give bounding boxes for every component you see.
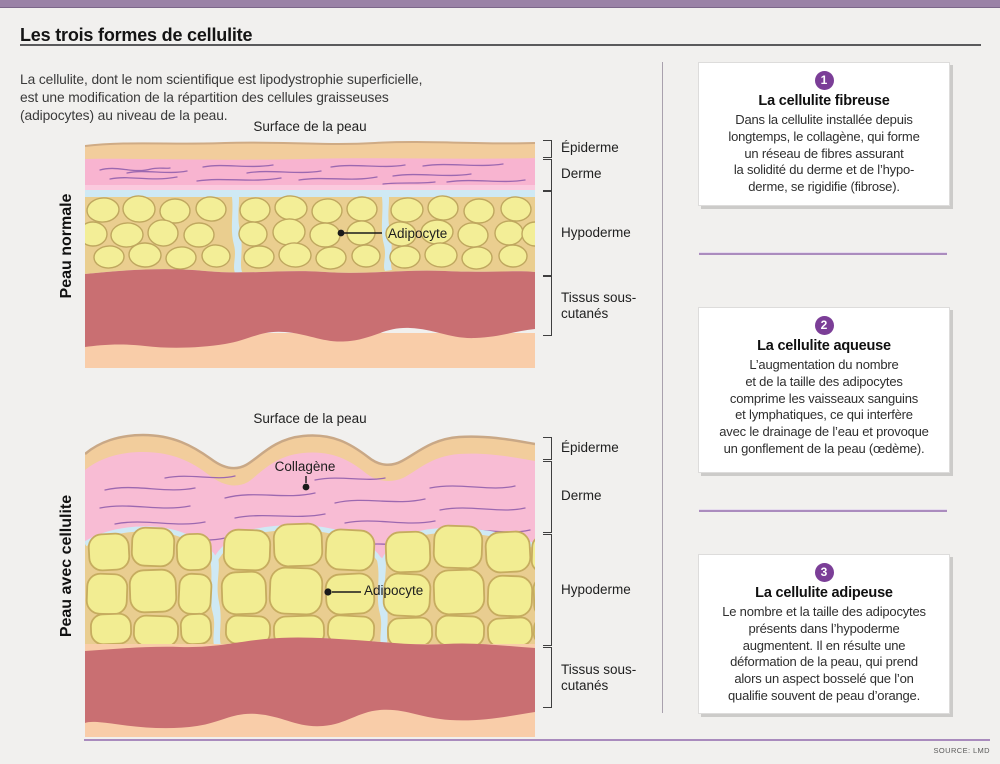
skin-diagram-normal xyxy=(85,137,535,368)
bracket-dermis-cellulite xyxy=(543,461,552,533)
layer-label-subcutaneous-normal: Tissus sous-cutanés xyxy=(561,290,637,321)
bracket-hypodermis-cellulite xyxy=(543,534,552,646)
bottom-accent-rule xyxy=(84,739,990,741)
fluid-channels xyxy=(210,557,388,646)
step-badge-1: 1 xyxy=(814,71,834,90)
side-label-cellulite: Peau avec cellulite xyxy=(58,494,75,638)
box-separator-1 xyxy=(699,252,947,255)
skin-surface-line xyxy=(85,141,535,147)
step-badge-3: 3 xyxy=(814,563,834,582)
skin-diagram-cellulite xyxy=(85,428,535,737)
background-above-skin xyxy=(85,137,535,146)
bracket-epidermis-normal xyxy=(543,140,552,158)
bracket-subcutaneous-cellulite xyxy=(543,647,552,708)
box-title-adipeuse: La cellulite adipeuse xyxy=(755,585,893,601)
title-divider xyxy=(20,44,981,46)
layer-label-epidermis-cellulite: Épiderme xyxy=(561,440,619,455)
box-separator-2 xyxy=(699,509,947,512)
page-title: Les trois formes de cellulite xyxy=(20,25,253,46)
source-credit: SOURCE: LMD xyxy=(933,746,990,755)
layer-label-dermis-normal: Derme xyxy=(561,166,602,181)
surface-label-normal: Surface de la peau xyxy=(253,119,367,134)
background-above-skin xyxy=(85,428,535,469)
adipocyte-cells xyxy=(85,195,535,270)
adipocyte-label-cellulite: Adipocyte xyxy=(364,583,424,598)
layer-label-epidermis-normal: Épiderme xyxy=(561,140,619,155)
adipocyte-label-normal: Adipocyte xyxy=(388,226,448,241)
info-box-aqueuse: 2 La cellulite aqueuse L’augmentation du… xyxy=(698,307,950,473)
box-body-adipeuse: Le nombre et la taille des adipocytes pr… xyxy=(722,604,926,703)
epidermis-layer xyxy=(85,142,535,160)
subcutaneous-tissue-layer xyxy=(85,637,535,729)
info-box-fibreuse: 1 La cellulite fibreuse Dans la cellulit… xyxy=(698,62,950,206)
bracket-subcutaneous-normal xyxy=(543,276,552,336)
intro-text: La cellulite, dont le nom scientifique e… xyxy=(20,71,423,123)
collagen-callout xyxy=(302,476,310,491)
box-body-aqueuse: L’augmentation du nombre et de la taille… xyxy=(719,357,929,456)
subcutaneous-tissue-layer xyxy=(85,269,535,348)
top-accent-bar xyxy=(0,0,1000,8)
adipocyte-cells xyxy=(85,522,535,648)
bracket-epidermis-cellulite xyxy=(543,437,552,460)
step-badge-2: 2 xyxy=(814,316,834,335)
box-title-fibreuse: La cellulite fibreuse xyxy=(758,93,890,109)
box-body-fibreuse: Dans la cellulite installée depuis longt… xyxy=(728,112,920,195)
layer-label-subcutaneous-cellulite: Tissus sous-cutanés xyxy=(561,662,637,693)
adipocyte-callout xyxy=(324,588,361,596)
adipocyte-callout xyxy=(337,229,382,237)
info-box-adipeuse: 3 La cellulite adipeuse Le nombre et la … xyxy=(698,554,950,714)
layer-label-hypodermis-cellulite: Hypoderme xyxy=(561,582,631,597)
skin-surface-line xyxy=(85,433,535,470)
column-divider xyxy=(662,62,663,713)
box-title-aqueuse: La cellulite aqueuse xyxy=(757,338,891,354)
surface-label-cellulite: Surface de la peau xyxy=(253,411,367,426)
collagen-label: Collagène xyxy=(274,459,336,474)
fluid-layer xyxy=(85,190,535,197)
epidermis-layer xyxy=(85,435,535,486)
bracket-hypodermis-normal xyxy=(543,191,552,276)
layer-label-hypodermis-normal: Hypoderme xyxy=(561,225,631,240)
layer-label-dermis-cellulite: Derme xyxy=(561,488,602,503)
bracket-dermis-normal xyxy=(543,159,552,191)
collagen-fibers xyxy=(99,163,526,185)
side-label-normal: Peau normale xyxy=(58,193,75,299)
dermis-light-band xyxy=(85,185,535,190)
